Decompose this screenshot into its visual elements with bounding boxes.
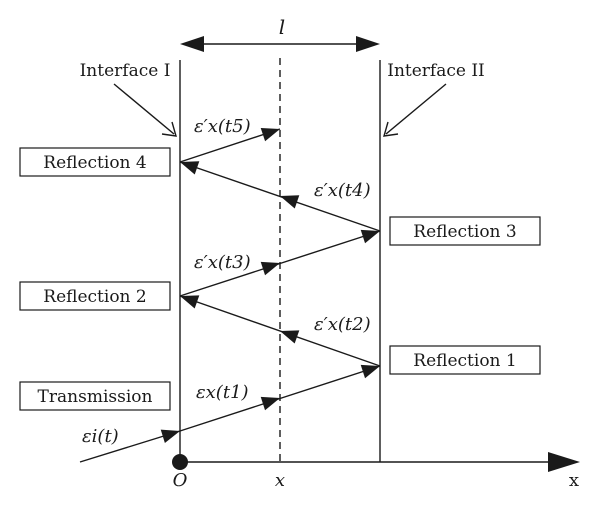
label-t5: ε′x(t5) xyxy=(194,116,251,137)
interface-1-pointer xyxy=(113,83,177,137)
interface-2-label: Interface II xyxy=(387,61,485,81)
axis-name-label: x xyxy=(569,470,579,491)
interface-2-pointer xyxy=(383,83,447,137)
box-reflection-2: Reflection 2 xyxy=(19,281,171,311)
box-reflection-4-label: Reflection 4 xyxy=(43,153,146,173)
label-t2: ε′x(t2) xyxy=(314,314,371,335)
box-reflection-1: Reflection 1 xyxy=(389,345,541,375)
box-reflection-4: Reflection 4 xyxy=(19,147,171,177)
box-transmission: Transmission xyxy=(19,381,171,411)
label-t3: ε′x(t3) xyxy=(194,252,251,273)
wave-path xyxy=(79,128,381,463)
box-reflection-1-label: Reflection 1 xyxy=(413,351,516,371)
origin-dot xyxy=(172,454,188,470)
label-t1: εx(t1) xyxy=(196,382,249,403)
label-t4: ε′x(t4) xyxy=(314,180,371,201)
box-transmission-label: Transmission xyxy=(38,387,153,407)
dimension-arrow xyxy=(180,36,380,52)
interface-1-label: Interface I xyxy=(80,61,171,81)
x-axis xyxy=(172,452,580,472)
origin-label: O xyxy=(173,470,188,491)
box-reflection-3: Reflection 3 xyxy=(389,216,541,246)
position-x-label: x xyxy=(275,470,285,491)
dimension-label: l xyxy=(279,15,285,39)
box-reflection-2-label: Reflection 2 xyxy=(43,287,146,307)
label-incident: εi(t) xyxy=(82,426,119,447)
box-reflection-3-label: Reflection 3 xyxy=(413,222,516,242)
